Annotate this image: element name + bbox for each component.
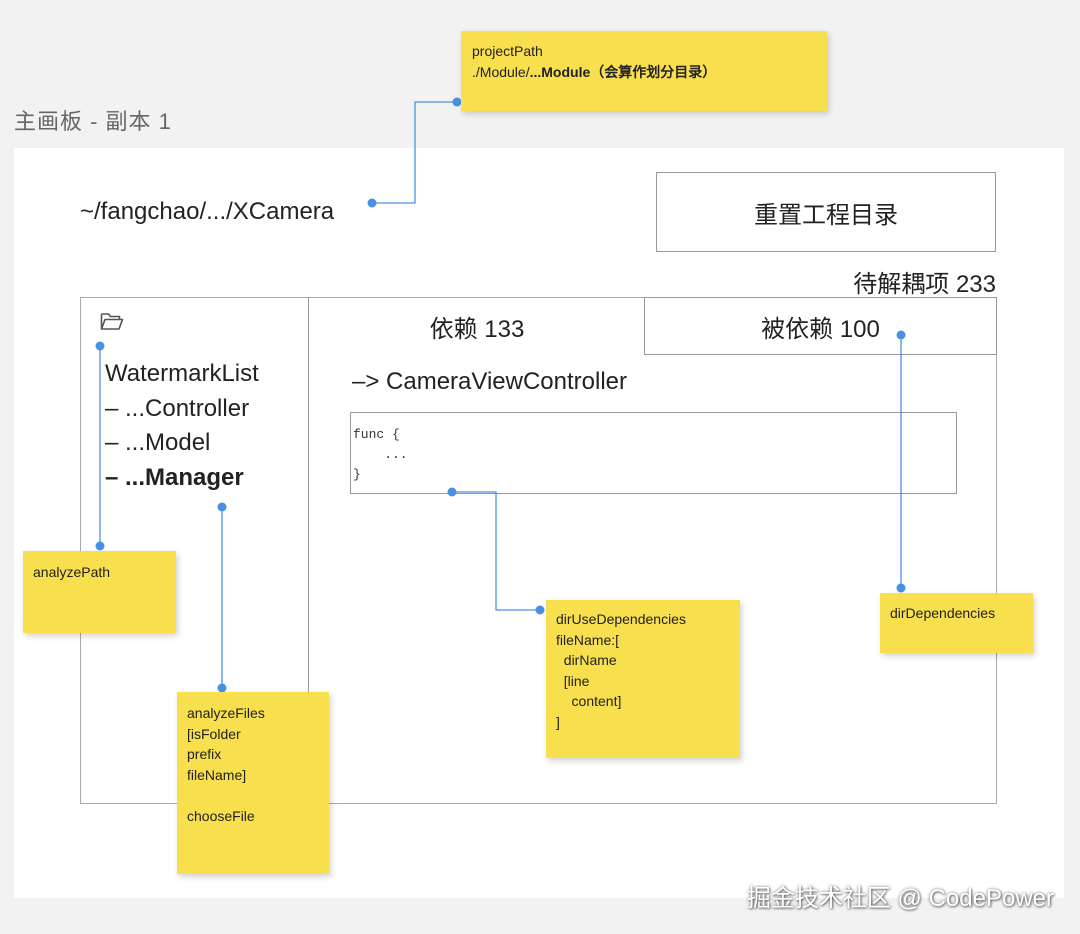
- note-project-path-module: ...Module（会算作划分目录）: [529, 63, 717, 80]
- tree-item-watermarklist[interactable]: WatermarkList: [105, 360, 259, 387]
- tab-dependents[interactable]: 被依赖 100: [644, 297, 997, 355]
- watermark: 掘金技术社区 @ CodePower: [746, 885, 1054, 912]
- note-project-path-title: projectPath: [472, 43, 543, 59]
- note-analyze-files: analyzeFiles [isFolder prefix fileName] …: [177, 692, 329, 874]
- note-project-path: projectPath ./Module/...Module（会算作划分目录）: [461, 31, 827, 111]
- controller-title: –> CameraViewController: [352, 368, 628, 395]
- note-dir-dependencies: dirDependencies: [880, 593, 1033, 653]
- note-analyze-path: analyzePath: [23, 551, 176, 633]
- directory-tree-panel: [80, 297, 309, 804]
- tree-item-controller[interactable]: – ...Controller: [105, 395, 250, 422]
- tree-item-manager[interactable]: – ...Manager: [105, 464, 244, 491]
- pending-decouple-count: 待解耦项 233: [853, 271, 996, 298]
- tree-item-model[interactable]: – ...Model: [105, 429, 211, 456]
- code-snippet: func { ... }: [350, 412, 957, 494]
- folder-open-icon[interactable]: [100, 311, 124, 331]
- note-project-path-prefix: ./Module/: [472, 63, 530, 80]
- board-title: 主画板 - 副本 1: [14, 109, 172, 134]
- tab-dependencies[interactable]: 依赖 133: [429, 315, 525, 343]
- reset-directory-button[interactable]: 重置工程目录: [656, 172, 996, 252]
- project-path-label: ~/fangchao/.../XCamera: [80, 198, 335, 225]
- note-dir-use-dependencies: dirUseDependencies fileName:[ dirName [l…: [546, 600, 740, 758]
